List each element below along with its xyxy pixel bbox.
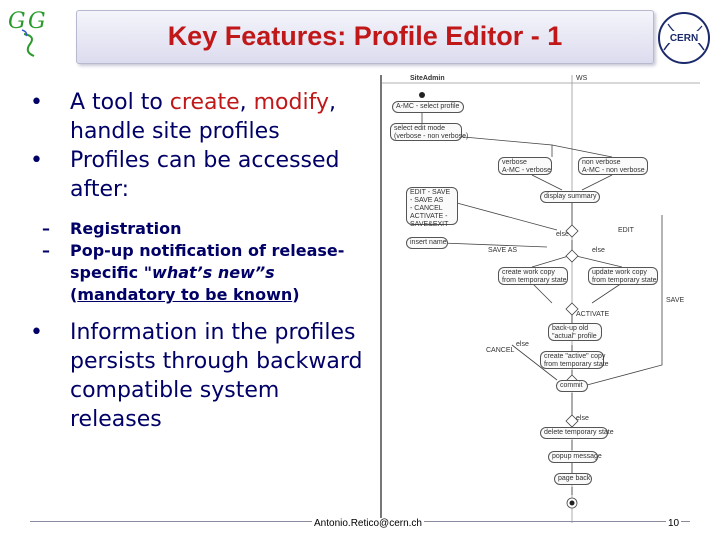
svg-text:CERN: CERN	[670, 33, 698, 44]
bullet-dot-icon: •	[30, 148, 43, 173]
bullet-item-tool: • A tool to create, modify, handle site …	[30, 90, 336, 144]
bullet-list: • A tool to create, modify, handle site …	[28, 88, 373, 434]
svg-text:G: G	[8, 9, 26, 34]
bullet-dot-icon: •	[30, 320, 43, 345]
box-commit: commit	[556, 380, 588, 392]
mandatory-link[interactable]: mandatory to be known	[77, 285, 293, 304]
svg-text:G: G	[28, 9, 46, 34]
title-banner: Key Features: Profile Editor - 1	[76, 10, 654, 64]
page-number: 10	[666, 518, 682, 529]
footer-author: Antonio.Retico@cern.ch	[312, 518, 424, 529]
box-select-mode: select edit mode (verbose - non verbose)	[390, 123, 468, 141]
bullet-dot-icon: •	[30, 90, 43, 115]
lane-siteadmin: SiteAdmin	[410, 75, 445, 82]
sub-item-registration: – Registration	[42, 219, 182, 238]
box-verbose: verbose A-MC - verbose	[498, 157, 552, 175]
box-insert-name: insert name	[406, 237, 448, 249]
page-title: Key Features: Profile Editor - 1	[167, 21, 563, 51]
box-delete-temp: delete temporary state	[540, 427, 614, 439]
box-non-verbose: non verbose A-MC - non verbose	[578, 157, 648, 175]
box-update-work: update work copy from temporary state	[588, 267, 658, 285]
gg-logo-icon: G G	[8, 9, 46, 57]
cern-logo-icon: CERN	[658, 12, 710, 64]
create-word: create	[169, 90, 240, 115]
box-create-active: create "active" copy from temporary stat…	[540, 351, 609, 369]
diagram-connectors	[382, 75, 700, 523]
activity-diagram: SiteAdmin WS A-MC - select profile selec…	[380, 75, 700, 523]
box-amc-select: A-MC - select profile	[392, 101, 464, 113]
bullet-item-access: • Profiles can be accessed after:	[30, 148, 340, 202]
box-display-summary: display summary	[540, 191, 600, 203]
box-popup: popup message	[548, 451, 602, 463]
box-edit-save: EDIT - SAVE - SAVE AS - CANCEL ACTIVATE …	[406, 187, 458, 228]
lane-ws: WS	[576, 75, 588, 82]
modify-word: modify	[253, 90, 329, 115]
box-page-back: page back	[554, 473, 592, 485]
sub-item-popup: – Pop-up notification of release-specifi…	[42, 241, 345, 304]
box-create-temp: create work copy from temporary state	[498, 267, 568, 285]
bullet-item-persist: • Information in the profiles persists t…	[30, 320, 363, 432]
box-backup: back-up old "actual" profile	[548, 323, 602, 341]
